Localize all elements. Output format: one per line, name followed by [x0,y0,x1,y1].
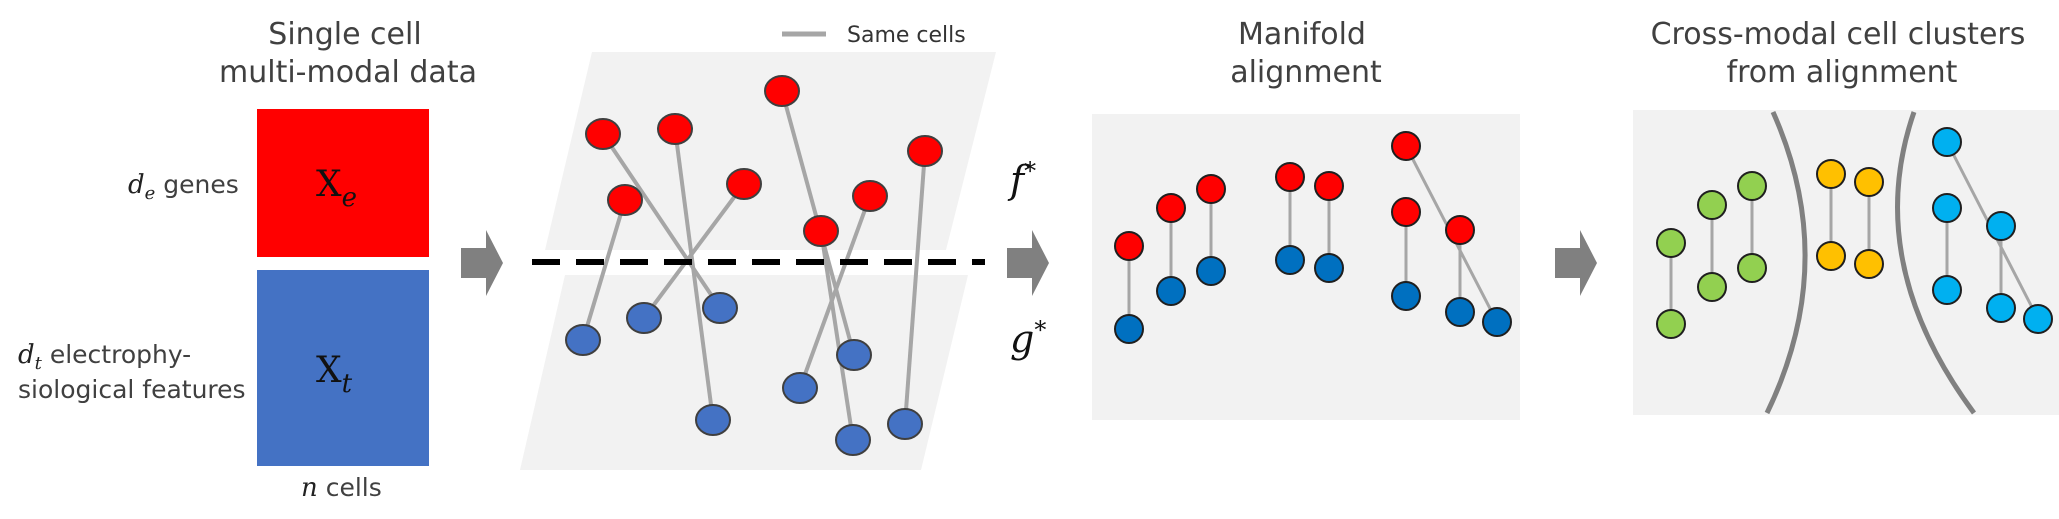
expression-matrix [257,109,429,257]
data-title-line1: Single cell [268,17,421,52]
cell-dot [1737,253,1767,283]
cell-dot [657,113,693,145]
expression-matrix-label: Xe [316,164,357,213]
manifold-background [1092,114,1520,420]
cell-dot [1482,307,1512,337]
cell-dot [1932,275,1962,305]
cell-dot [1391,131,1421,161]
cell-dot [803,215,839,247]
clusters-background [1633,110,2059,415]
cell-dot [1656,309,1686,339]
cell-dot [2023,304,2053,334]
cell-dot [1275,245,1305,275]
ephys-matrix [257,270,429,466]
genes-label: de genes [128,170,239,204]
legend-label: Same cells [847,23,966,48]
cell-dot [1986,293,2016,323]
cell-dot [1314,253,1344,283]
cell-dot [565,324,601,356]
cell-dot [1737,171,1767,201]
cell-dot [1156,276,1186,306]
cell-dot [695,404,731,436]
cell-dot [1391,197,1421,227]
ephys-label-line2: siological features [18,375,246,404]
cluster-boundary [1895,111,1977,415]
cell-dot [1196,174,1226,204]
f-star-label: f* [1007,157,1036,202]
cells-label: n cells [301,473,382,503]
cell-dot [726,168,762,200]
cell-dot [907,135,943,167]
cell-dot [1445,215,1475,245]
cell-dot [1391,281,1421,311]
cell-dot [1656,228,1686,258]
cell-dot [1114,231,1144,261]
arrow-1-icon [461,230,503,296]
ephys-matrix-label: Xt [316,350,353,399]
clusters-title-line2: from alignment [1727,55,1958,90]
clusters-panel: Cross-modal cell clusters from alignment [1633,17,2059,415]
data-panel: Single cell multi-modal data Xe Xt de ge… [18,17,477,503]
cell-dot [1816,159,1846,189]
cell-dot [782,372,818,404]
raw-ephys-cells [565,292,923,456]
ephys-space-plane [520,275,968,470]
cell-dot [607,184,643,216]
raw-expression-cells [585,75,943,247]
raw-spaces-panel: Same cells [520,23,996,470]
clusters-title-line1: Cross-modal cell clusters [1651,17,2026,52]
arrow-2-icon [1007,230,1049,296]
cluster-boundary [1764,110,1808,415]
cell-dot [1932,193,1962,223]
cell-dot [1932,127,1962,157]
cell-dot [626,302,662,334]
cell-dot [585,118,621,150]
cell-dot [1314,171,1344,201]
cell-dot [764,75,800,107]
manifold-title-line1: Manifold [1238,17,1366,52]
cell-dot [1697,272,1727,302]
cell-dot [1854,167,1884,197]
ephys-label-line1: dt electrophy- [18,340,191,374]
cell-dot [1986,211,2016,241]
cell-dot [1445,297,1475,327]
data-title-line2: multi-modal data [219,55,477,90]
cell-dot [1114,314,1144,344]
cell-dot [1854,249,1884,279]
cell-dot [1697,190,1727,220]
cell-dot [1156,193,1186,223]
cell-dot [702,292,738,324]
cell-dot [836,339,872,371]
cell-dot [1816,241,1846,271]
cell-dot [835,424,871,456]
manifold-title-line2: alignment [1230,55,1382,90]
g-star-label: g* [1010,316,1046,361]
manifold-expression-cells [1114,131,1475,261]
manifold-panel: Manifold alignment [1092,17,1520,420]
cell-dot [852,180,888,212]
cell-dot [887,408,923,440]
cluster-boundaries [1764,110,1977,415]
cell-dot [1196,256,1226,286]
cluster-cells [1656,127,2053,339]
arrow-3-icon [1555,230,1597,296]
manifold-ephys-cells [1114,245,1512,344]
cell-dot [1275,162,1305,192]
